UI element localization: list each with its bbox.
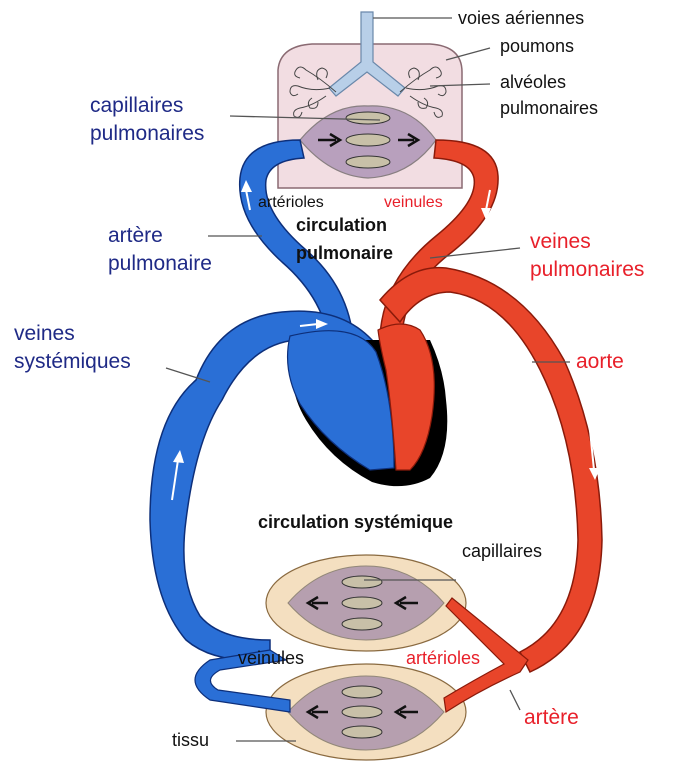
label-veines-syst-line1: veines — [14, 322, 75, 345]
label-artere-pulm-line2: pulmonaire — [108, 252, 212, 275]
label-circulation-systemique: circulation systémique — [258, 512, 453, 532]
label-veinules-top: veinules — [384, 194, 443, 211]
label-veinules-bottom: veinules — [238, 648, 304, 668]
heart — [288, 324, 448, 486]
label-artere: artère — [524, 706, 579, 729]
label-tissu: tissu — [172, 730, 209, 750]
label-voies-aeriennes: voies aériennes — [458, 8, 584, 28]
label-alveoles-line1: alvéoles — [500, 72, 566, 92]
label-capillaires: capillaires — [462, 541, 542, 561]
label-circulation-pulm-line1: circulation — [296, 215, 387, 235]
label-arterioles-top: artérioles — [258, 194, 324, 211]
label-veines-pulm-line1: veines — [530, 230, 591, 253]
label-veines-syst-line2: systémiques — [14, 350, 131, 373]
label-poumons: poumons — [500, 36, 574, 56]
label-aorte: aorte — [576, 350, 624, 373]
label-circulation-pulm-line2: pulmonaire — [296, 243, 393, 263]
label-capillaires-pulm-line2: pulmonaires — [90, 122, 204, 145]
tissue-bed-lower — [266, 664, 466, 760]
label-veines-pulm-line2: pulmonaires — [530, 258, 644, 281]
tissue-bed-upper — [266, 555, 466, 651]
lung-block — [278, 12, 462, 188]
label-arterioles-bottom: artérioles — [406, 648, 480, 668]
label-artere-pulm-line1: artère — [108, 224, 163, 247]
label-alveoles-line2: pulmonaires — [500, 98, 598, 118]
label-capillaires-pulm-line1: capillaires — [90, 94, 183, 117]
